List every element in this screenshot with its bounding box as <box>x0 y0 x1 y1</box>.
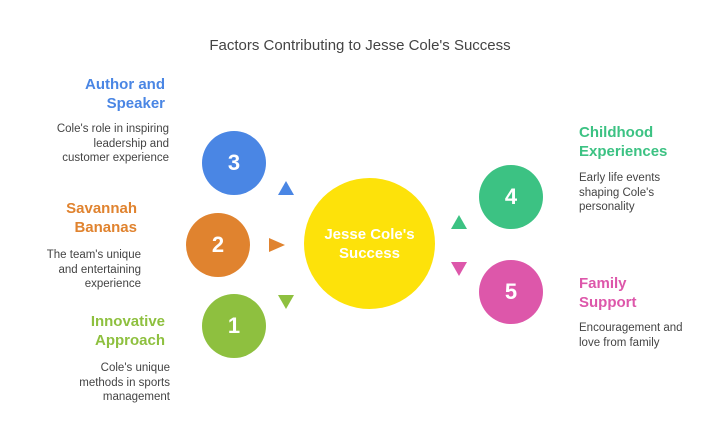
arrow-up-icon <box>278 181 294 195</box>
factor-2-heading: Savannah Bananas <box>66 200 137 236</box>
factor-3-description: Cole's role in inspiring leadership and … <box>56 123 169 164</box>
factor-1-heading: Innovative Approach <box>90 313 165 349</box>
factor-2-circle: 2 <box>186 213 250 277</box>
factor-2-number: 2 <box>211 232 225 257</box>
arrow-down-icon <box>278 295 294 309</box>
arrow-up-icon <box>451 215 467 229</box>
factor-4-number: 4 <box>504 184 518 209</box>
arrow-down-icon <box>451 262 467 276</box>
factor-5-number: 5 <box>504 279 518 304</box>
center-circle: Jesse Cole's Success <box>304 178 435 309</box>
factor-3-number: 3 <box>227 150 241 175</box>
factor-5-circle: 5 <box>479 260 543 324</box>
factor-5-description: Encouragement and love from family <box>579 322 683 349</box>
factor-1-number: 1 <box>227 313 241 338</box>
factor-4-circle: 4 <box>479 165 543 229</box>
factor-4-heading: Childhood Experiences <box>579 124 668 160</box>
factor-2-description: The team's unique and entertaining exper… <box>46 249 141 290</box>
arrow-right-icon <box>269 238 285 252</box>
factor-5-heading: Family Support <box>579 275 637 311</box>
factor-3-circle: 3 <box>202 131 266 195</box>
diagram-title: Factors Contributing to Jesse Cole's Suc… <box>209 37 511 54</box>
factor-1-description: Cole's unique methods in sports manageme… <box>79 362 170 403</box>
factor-4-description: Early life events shaping Cole's persona… <box>579 172 661 213</box>
factor-1-circle: 1 <box>202 294 266 358</box>
factor-3-heading: Author and Speaker <box>85 76 165 112</box>
center-label: Jesse Cole's Success <box>324 225 415 262</box>
